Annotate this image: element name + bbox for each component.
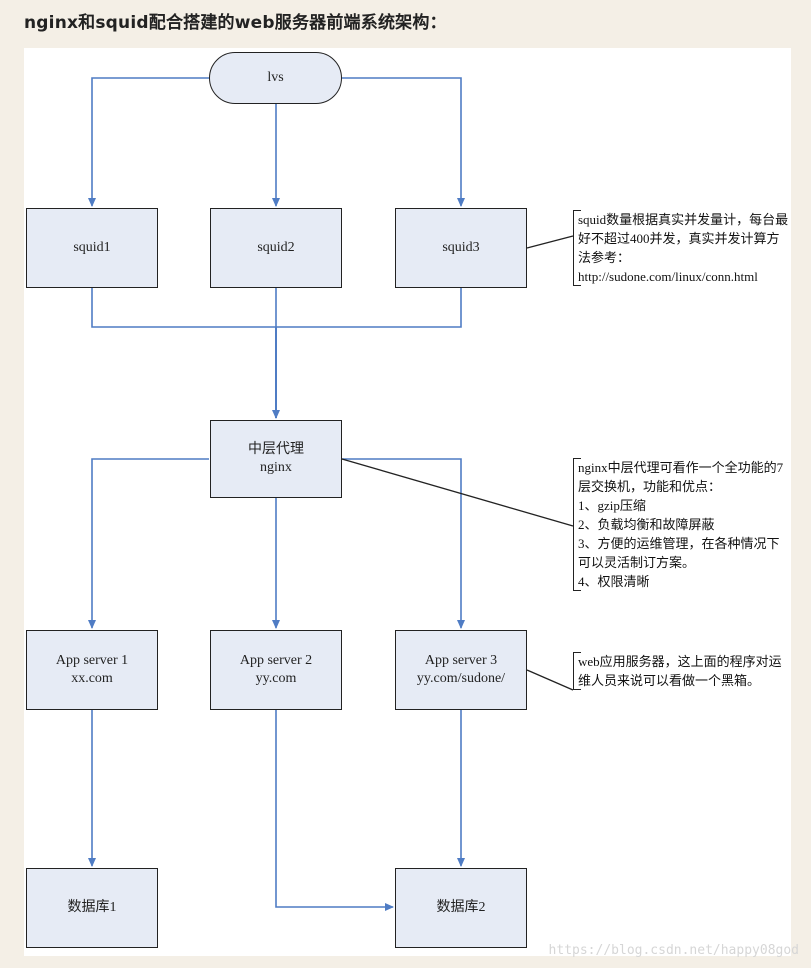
database-2-node: 数据库2 [395, 868, 527, 948]
app-server-note: web应用服务器，这上面的程序对运维人员来说可以看做一个黑箱。 [573, 652, 790, 690]
squid1-node: squid1 [26, 208, 158, 288]
edge-nginx-app3 [342, 458, 465, 629]
app-server-3-host: yy.com/sudone/ [416, 671, 506, 686]
nginx-proxy-title: 中层代理 [248, 442, 304, 457]
lvs-node: lvs [209, 52, 342, 104]
nginx-proxy-node: 中层代理 nginx [210, 420, 342, 498]
edge-lvs-squid1 [88, 77, 209, 207]
database-1-node: 数据库1 [26, 868, 158, 948]
app-server-1-host: xx.com [71, 671, 113, 686]
squid3-node: squid3 [395, 208, 527, 288]
architecture-diagram: lvs squid1 squid2 squid3 中层代理 nginx App … [24, 48, 791, 956]
database-1-label: 数据库1 [67, 900, 117, 915]
app-server-3-node: App server 3 yy.com/sudone/ [395, 630, 527, 710]
callout-line-squid [526, 235, 574, 249]
squid2-label: squid2 [257, 240, 295, 255]
nginx-proxy-subtitle: nginx [260, 460, 292, 475]
app-server-2-node: App server 2 yy.com [210, 630, 342, 710]
app-server-1-node: App server 1 xx.com [26, 630, 158, 710]
app-server-2-host: yy.com [255, 671, 297, 686]
database-2-label: 数据库2 [436, 900, 486, 915]
app-server-1-name: App server 1 [55, 653, 129, 668]
squid3-label: squid3 [442, 240, 480, 255]
app-server-2-name: App server 2 [239, 653, 313, 668]
squid-note: squid数量根据真实并发量计，每台最好不超过400并发，真实并发计算方法参考：… [573, 210, 790, 286]
squid1-label: squid1 [73, 240, 111, 255]
watermark: https://blog.csdn.net/happy08god [548, 943, 799, 958]
callout-line-app [526, 669, 574, 691]
nginx-note: nginx中层代理可看作一个全功能的7层交换机，功能和优点： 1、gzip压缩 … [573, 458, 790, 591]
edge-nginx-app1 [88, 458, 209, 629]
edge-app2-db2 [275, 710, 394, 911]
page-title: nginx和squid配合搭建的web服务器前端系统架构： [24, 13, 447, 33]
squid2-node: squid2 [210, 208, 342, 288]
edge-lvs-squid3 [342, 77, 465, 207]
callout-line-nginx [341, 458, 574, 527]
app-server-3-name: App server 3 [424, 653, 498, 668]
connector-lines [88, 77, 574, 911]
